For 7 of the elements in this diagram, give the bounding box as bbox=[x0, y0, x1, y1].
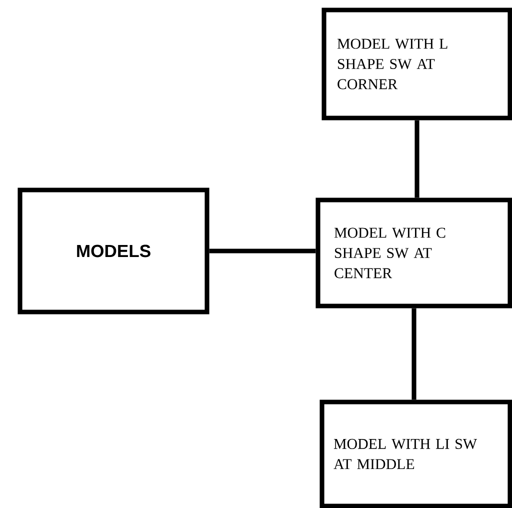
process-box: MODEL WITH C SHAPE SW AT CENTER bbox=[316, 198, 512, 308]
process-box: MODELS bbox=[18, 188, 210, 314]
connector-line bbox=[412, 308, 416, 400]
process-box: MODEL WITH LI SW AT MIDDLE bbox=[320, 400, 512, 508]
connector-line bbox=[209, 248, 316, 254]
process-box: MODEL WITH L SHAPE SW AT CORNER bbox=[322, 8, 512, 120]
connector-line bbox=[414, 120, 420, 198]
